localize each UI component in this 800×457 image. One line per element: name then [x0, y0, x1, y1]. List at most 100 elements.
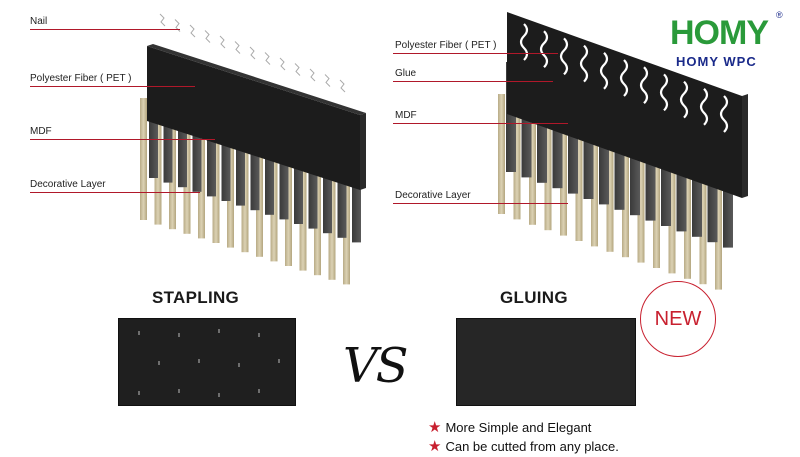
- feature-item-2: ★ Can be cutted from any place.: [428, 437, 619, 455]
- right-mdf-slat: [661, 116, 671, 226]
- nail-icon: [249, 46, 256, 60]
- right-mdf-slat: [537, 72, 547, 183]
- right-mdf-slat: [614, 99, 625, 210]
- brand-logo: HOMY: [668, 12, 778, 52]
- logo-mark-icon: HOMY: [670, 14, 770, 52]
- label-glue: Glue: [395, 68, 417, 79]
- right-wood-slat: [606, 131, 614, 252]
- glue-wave-icon: [539, 30, 549, 68]
- right-mdf-slat: [506, 62, 516, 172]
- nail-icon: [234, 41, 241, 54]
- leader-nail: [30, 29, 180, 30]
- right-pet-board: [507, 12, 742, 198]
- left-mdf-slat: [352, 144, 361, 243]
- right-mdf-slat: [583, 89, 594, 199]
- leader-right-decorative: [393, 203, 568, 204]
- label-right-decorative: Decorative Layer: [395, 190, 471, 201]
- left-mdf-slat: [163, 84, 173, 183]
- right-wood-slat: [668, 153, 676, 274]
- right-wood-slat: [513, 99, 521, 220]
- left-mdf-slat: [192, 93, 202, 192]
- leader-right-mdf: [393, 123, 568, 124]
- left-mdf-slat: [265, 116, 274, 215]
- right-mdf-slat: [599, 94, 609, 205]
- glue-wave-icon: [579, 44, 589, 83]
- label-right-polyester: Polyester Fiber ( PET ): [395, 40, 497, 51]
- label-left-mdf: MDF: [30, 126, 52, 137]
- right-mdf-slat: [552, 78, 563, 189]
- left-mdf-slat: [323, 135, 332, 234]
- label-left-polyester: Polyester Fiber ( PET ): [30, 73, 132, 84]
- leader-right-polyester: [393, 53, 558, 54]
- right-mdf-slat: [521, 67, 532, 178]
- glue-waves: [519, 23, 729, 133]
- leader-left-polyester: [30, 86, 195, 87]
- left-mdf-slat: [236, 107, 245, 206]
- label-left-decorative: Decorative Layer: [30, 179, 106, 190]
- left-wood-slat: [140, 98, 147, 220]
- feature-text-2: Can be cutted from any place.: [445, 438, 619, 454]
- nail-icon: [294, 63, 301, 76]
- nail-icon: [189, 24, 196, 38]
- glue-wave-icon: [639, 66, 649, 104]
- left-mdf-slat: [207, 98, 216, 197]
- right-wood-slat: [684, 158, 691, 279]
- leader-glue: [393, 81, 553, 82]
- star-icon: ★: [428, 438, 442, 455]
- right-wood-slat: [622, 137, 629, 258]
- right-wood-slat: [653, 148, 660, 268]
- right-wood-slat: [560, 115, 567, 236]
- right-wood-slat: [591, 126, 598, 247]
- right-wood-slat: [637, 142, 645, 263]
- left-mdf-slat: [337, 139, 347, 238]
- label-nail: Nail: [30, 16, 48, 27]
- title-stapling: STAPLING: [152, 288, 240, 307]
- glue-wave-icon: [679, 80, 689, 119]
- title-gluing: GLUING: [500, 288, 568, 307]
- left-mdf-slat: [308, 130, 318, 229]
- right-wood-slat: [544, 110, 552, 231]
- right-decorative-slats: [498, 94, 722, 290]
- right-mdf-slat: [645, 110, 656, 221]
- leader-left-mdf: [30, 139, 215, 140]
- glue-wave-icon: [519, 23, 529, 61]
- staple-marks-icon: [138, 329, 280, 397]
- leader-left-decorative: [30, 192, 200, 193]
- glue-wave-icon: [599, 52, 609, 90]
- left-mdf-slat: [294, 126, 303, 224]
- nail-icon: [219, 35, 226, 49]
- left-pet-board: [147, 46, 360, 190]
- right-wood-slat: [575, 121, 583, 241]
- right-mdf-slat: [568, 83, 578, 194]
- right-mdf-slat: [676, 121, 687, 232]
- vs-text: VS: [343, 338, 409, 394]
- right-wood-slat: [529, 104, 536, 225]
- left-mdf-slat: [221, 103, 231, 201]
- feature-text-1: More Simple and Elegant: [445, 419, 592, 435]
- nail-icon: [159, 13, 166, 27]
- nail-icon: [204, 30, 211, 43]
- new-badge: NEW: [640, 281, 716, 357]
- nails-group: [159, 13, 346, 93]
- right-wood-slat: [699, 164, 707, 285]
- left-mdf-slat: [250, 112, 260, 211]
- glue-wave-icon: [619, 59, 629, 97]
- nail-icon: [279, 57, 286, 71]
- nail-icon: [339, 79, 346, 93]
- glue-wave-icon: [559, 37, 569, 76]
- feature-item-1: ★ More Simple and Elegant: [428, 418, 591, 436]
- nail-icon: [264, 52, 271, 65]
- left-mdf-slat: [149, 80, 158, 178]
- gluing-sample: [456, 318, 636, 406]
- star-icon: ★: [428, 419, 442, 436]
- left-mdf-slat: [279, 121, 289, 220]
- right-wood-slat: [715, 169, 722, 290]
- nail-icon: [309, 68, 316, 82]
- label-right-mdf: MDF: [395, 110, 417, 121]
- right-wood-slat: [498, 94, 505, 214]
- glue-wave-icon: [719, 95, 729, 133]
- left-mdf-slats: [149, 80, 361, 243]
- svg-text:HOMY: HOMY: [670, 14, 769, 52]
- stapling-sample: [118, 318, 296, 406]
